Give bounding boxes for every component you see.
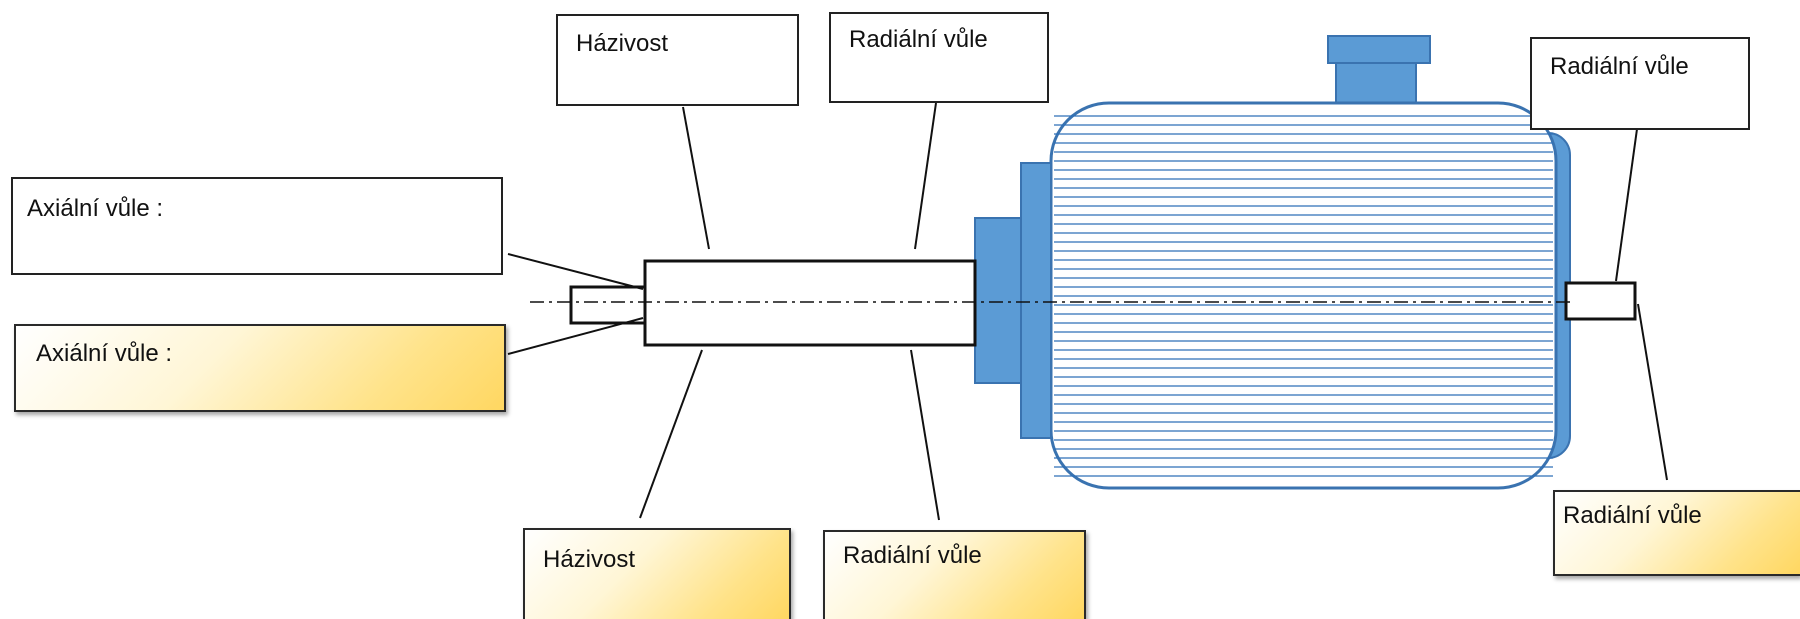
leader-radial-right-top	[1615, 128, 1638, 282]
cooling-fins	[1054, 115, 1553, 477]
leader-runout-bottom	[639, 349, 703, 519]
label-radial-right-bottom: Radiální vůle	[1553, 490, 1800, 576]
leader-radial-right-bottom	[1637, 303, 1668, 481]
label-radial-right-top-text: Radiální vůle	[1550, 53, 1689, 80]
label-axial-top: Axiální vůle :	[11, 177, 503, 275]
label-radial-right-top: Radiální vůle	[1530, 37, 1750, 130]
label-radial-mid-bottom: Radiální vůle	[823, 530, 1086, 619]
label-axial-bottom: Axiální vůle :	[14, 324, 506, 412]
leader-axial-top	[507, 253, 644, 290]
shaft-end-left	[569, 285, 647, 325]
shaft-end-right	[1564, 281, 1637, 321]
motor-flange-outer	[1020, 162, 1052, 439]
leader-radial-mid-top	[914, 102, 937, 250]
label-runout-top-text: Házivost	[576, 30, 669, 57]
leader-runout-top	[682, 106, 710, 250]
terminal-box	[1327, 35, 1431, 64]
label-radial-mid-top-text: Radiální vůle	[849, 26, 988, 53]
leader-radial-mid-bottom	[910, 349, 940, 521]
label-runout-bottom-text: Házivost	[543, 546, 636, 573]
label-radial-mid-top: Radiální vůle	[829, 12, 1049, 103]
motor-flange-inner	[974, 217, 1022, 384]
label-radial-right-bottom-text: Radiální vůle	[1563, 502, 1702, 529]
shaft-main	[643, 259, 977, 347]
label-radial-mid-bottom-text: Radiální vůle	[843, 542, 982, 569]
label-runout-top: Házivost	[556, 14, 799, 106]
label-runout-bottom: Házivost	[523, 528, 791, 619]
leader-axial-bottom	[507, 317, 644, 355]
label-axial-bottom-text: Axiální vůle :	[36, 340, 173, 367]
label-axial-top-text: Axiální vůle :	[27, 195, 164, 222]
motor-body	[1049, 101, 1558, 490]
